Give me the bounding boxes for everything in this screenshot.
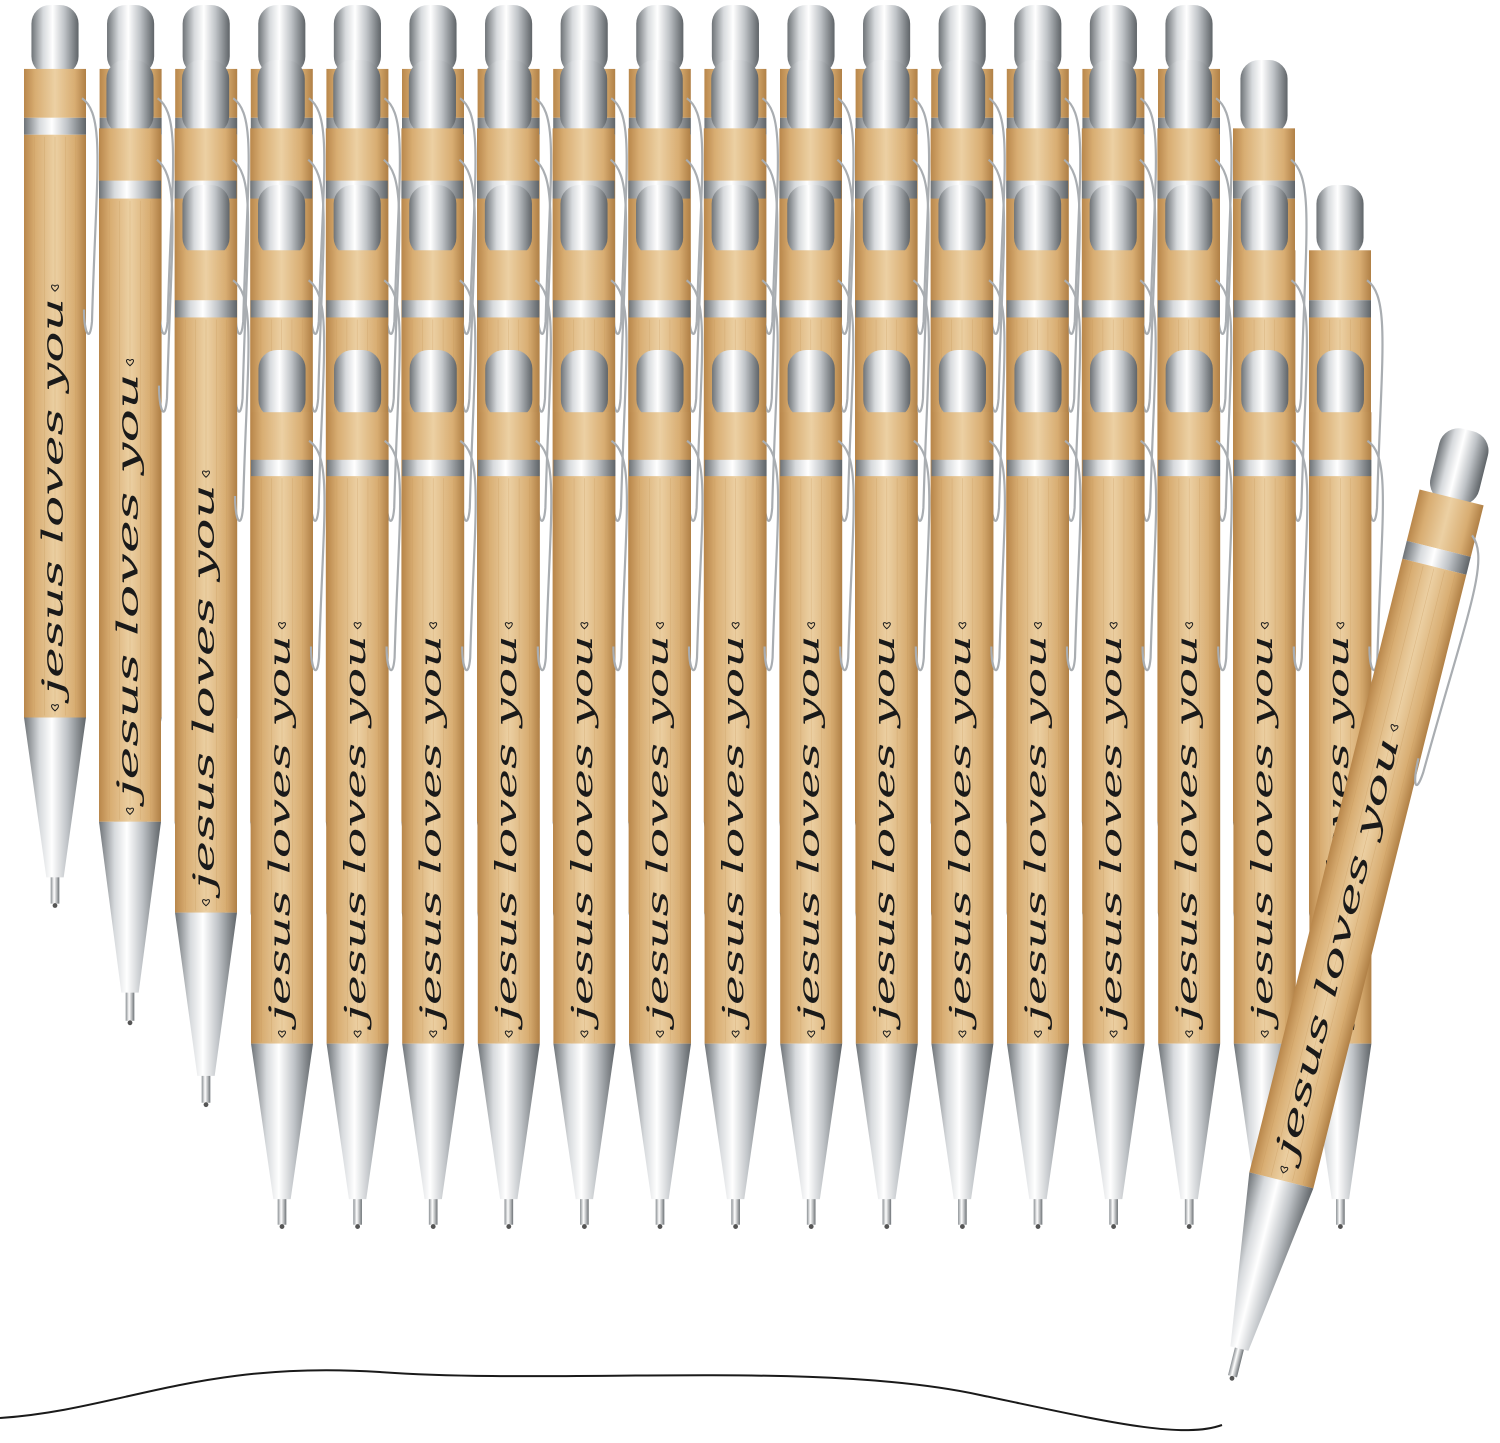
engraving-text: jesus loves you	[111, 373, 144, 808]
ink-line	[0, 1369, 1223, 1432]
row-4-pen: jesus loves you	[553, 350, 628, 1229]
row-4-pen: jesus loves you	[704, 350, 780, 1229]
engraving-text: jesus loves you	[339, 635, 372, 1031]
row-4-pen: jesus loves you	[1233, 350, 1309, 1229]
row-1-pen: jesus loves you	[24, 5, 99, 908]
row-4-pen: jesus loves you	[477, 350, 553, 1229]
engraving-text: jesus loves you	[1095, 635, 1128, 1031]
engraving-text: jesus loves you	[717, 635, 750, 1031]
row-4-pen: jesus loves you	[402, 350, 477, 1229]
engraving-text: jesus loves you	[793, 635, 826, 1031]
row-4-pen: jesus loves you	[1158, 350, 1233, 1229]
row-4-pen: jesus loves you	[1007, 350, 1082, 1229]
engraving-text: jesus loves you	[490, 635, 523, 1031]
row-4-pen: jesus loves you	[629, 350, 704, 1229]
engraving-text: jesus loves you	[187, 484, 220, 900]
engraving-text: jesus loves you	[641, 635, 674, 1031]
row-4-pen: jesus loves you	[326, 350, 402, 1229]
row-4-pen: jesus loves you	[855, 350, 931, 1229]
engraving-text: jesus loves you	[1246, 635, 1279, 1031]
row-2-pen: jesus loves you	[99, 60, 174, 1026]
row-4-pen: jesus loves you	[1082, 350, 1158, 1229]
engraving-text: jesus loves you	[566, 635, 599, 1031]
row-3-pen: jesus loves you	[175, 185, 250, 1108]
row-4-pen: jesus loves you	[251, 350, 326, 1229]
row-4-pen: jesus loves you	[931, 350, 1006, 1229]
engraving-text: jesus loves you	[1019, 635, 1052, 1031]
engraving-text: jesus loves you	[1171, 635, 1204, 1031]
engraving-text: jesus loves you	[868, 635, 901, 1031]
row-4-pen: jesus loves you	[780, 350, 855, 1229]
engraving-text: jesus loves you	[415, 635, 448, 1031]
engraving-text: jesus loves you	[944, 635, 977, 1031]
engraving-text: jesus loves you	[263, 635, 296, 1031]
engraving-text: jesus loves you	[36, 298, 69, 705]
